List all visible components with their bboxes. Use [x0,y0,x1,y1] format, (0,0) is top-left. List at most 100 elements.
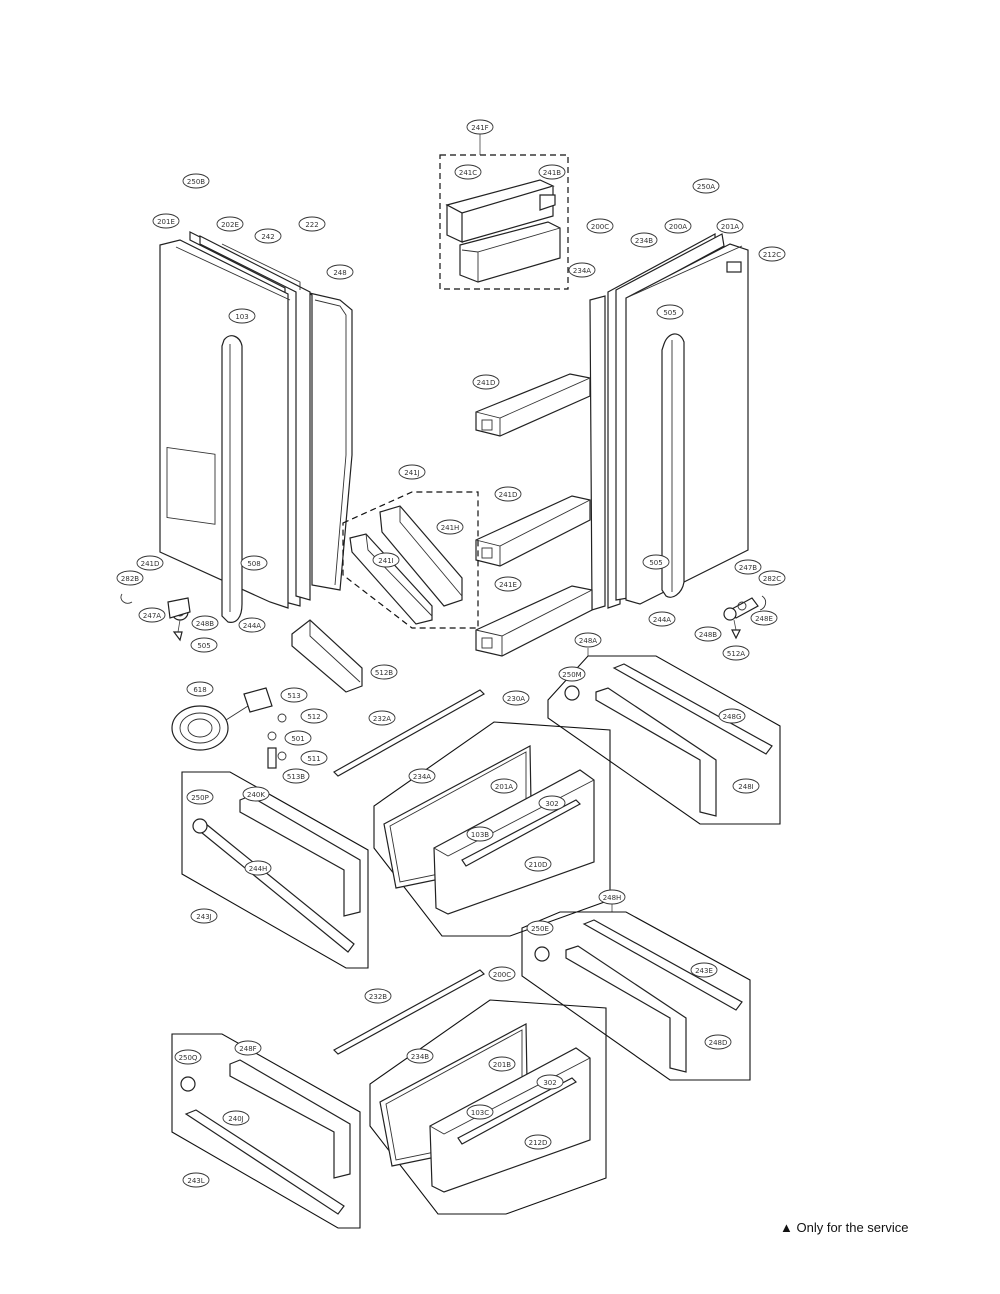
rail-box-upper-right [547,648,781,825]
svg-text:618: 618 [193,686,206,694]
svg-text:202E: 202E [221,221,239,229]
door-basket-center-group [342,491,479,629]
callout-248g: 248G [718,708,746,724]
rail-box-middle-left [181,771,369,969]
svg-text:248D: 248D [709,1039,728,1047]
callout-248e-right: 248E [750,610,778,626]
callout-230a: 230A [502,690,530,706]
callout-243j: 243J [190,908,218,924]
callout-248a: 248A [574,632,602,648]
svg-text:501: 501 [291,735,304,743]
svg-text:210D: 210D [529,861,548,869]
svg-text:248H: 248H [603,894,622,902]
svg-text:240K: 240K [247,791,265,799]
callout-247a-left: 247A [138,607,166,623]
svg-text:241E: 241E [499,581,517,589]
svg-text:248B: 248B [196,620,214,628]
callout-232b: 232B [364,988,392,1004]
callout-243l: 243L [182,1172,210,1188]
callout-505-left: 505 [190,637,218,653]
svg-text:243J: 243J [196,913,211,921]
callout-240j: 240J [222,1110,250,1126]
service-footnote: ▲ Only for the service [780,1220,909,1235]
svg-text:241C: 241C [459,169,477,177]
callout-508-left: 508 [240,555,268,571]
callout-103c: 103C [466,1104,494,1120]
svg-text:282C: 282C [763,575,781,583]
svg-text:240J: 240J [228,1115,243,1123]
svg-text:200C: 200C [493,971,511,979]
svg-text:248G: 248G [723,713,742,721]
callout-248i: 248I [732,778,760,794]
right-door-group [589,232,767,640]
svg-text:212D: 212D [529,1139,548,1147]
callout-232a: 232A [368,710,396,726]
callout-241e-right: 241E [494,576,522,592]
svg-text:234B: 234B [411,1053,429,1061]
door-bins-group [475,373,593,657]
rails-group [333,689,485,1055]
callout-618: 618 [186,681,214,697]
callout-248b-left: 248B [191,615,219,631]
svg-text:511: 511 [307,755,320,763]
svg-text:282B: 282B [121,575,139,583]
svg-text:247A: 247A [143,612,161,620]
callout-234a-top: 234A [568,262,596,278]
svg-text:201A: 201A [721,223,739,231]
callout-200c-low: 200C [488,966,516,982]
callout-243e: 243E [690,962,718,978]
callout-512a: 512A [722,645,750,661]
callout-248f: 248F [234,1040,262,1056]
callout-250e: 250E [526,920,554,936]
callout-241c-top: 241C [454,164,482,180]
door-basket-top-group [439,134,569,290]
svg-text:244H: 244H [249,865,268,873]
callout-250a-right: 250A [692,178,720,194]
callout-302: 302 [538,795,566,811]
callout-511: 511 [300,750,328,766]
left-door-group [120,231,353,642]
svg-text:248E: 248E [755,615,773,623]
callout-513: 513 [280,687,308,703]
callout-244a-left: 244A [238,617,266,633]
callout-212c: 212C [758,246,786,262]
svg-text:250Q: 250Q [179,1054,198,1062]
callout-250q: 250Q [174,1049,202,1065]
svg-text:243L: 243L [187,1177,204,1185]
svg-text:241J: 241J [404,469,419,477]
svg-text:505: 505 [663,309,676,317]
callout-202e: 202E [216,216,244,232]
svg-text:513B: 513B [287,773,305,781]
svg-text:201A: 201A [495,783,513,791]
svg-text:241I: 241I [378,557,393,565]
svg-text:241D: 241D [477,379,496,387]
svg-text:242: 242 [261,233,274,241]
svg-text:103: 103 [235,313,248,321]
callout-201a-top: 201A [716,218,744,234]
callout-234b: 234B [630,232,658,248]
callout-247b-right: 247B [734,559,762,575]
callout-234a-mid: 234A [408,768,436,784]
svg-text:505: 505 [649,559,662,567]
svg-text:512A: 512A [727,650,745,658]
callout-244h: 244H [244,860,272,876]
svg-text:244A: 244A [243,622,261,630]
svg-text:248I: 248I [738,783,753,791]
svg-text:248F: 248F [239,1045,256,1053]
svg-text:244A: 244A [653,616,671,624]
svg-text:241B: 241B [543,169,561,177]
small-parts-group [171,619,363,769]
callout-210d: 210D [524,856,552,872]
callout-505b-right: 505 [642,554,670,570]
svg-text:200C: 200C [591,223,609,231]
callout-250p: 250P [186,789,214,805]
callout-282c-right: 282C [758,570,786,586]
svg-text:200A: 200A [669,223,687,231]
svg-text:234B: 234B [635,237,653,245]
callout-222: 222 [298,216,326,232]
svg-text:222: 222 [305,221,318,229]
svg-text:241F: 241F [471,124,488,132]
service-footnote-text: Only for the service [796,1220,909,1235]
callout-201e: 201E [152,213,180,229]
